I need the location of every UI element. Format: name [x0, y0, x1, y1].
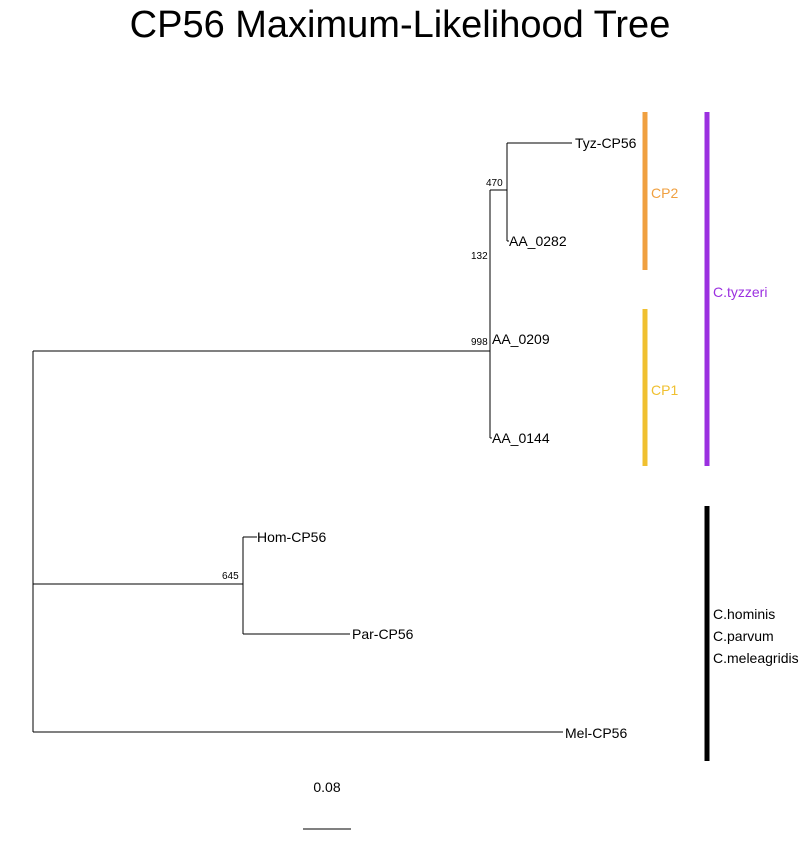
- clade-label-meleagridis: C.meleagridis: [713, 650, 799, 666]
- tip-label: Tyz-CP56: [575, 135, 637, 151]
- tip-label: Mel-CP56: [565, 725, 627, 741]
- clade-label-hominis: C.hominis: [713, 606, 775, 622]
- tip-label: Hom-CP56: [257, 529, 326, 545]
- clade-label-tyzzeri: C.tyzzeri: [713, 284, 767, 300]
- clade-label-cp1: CP1: [651, 382, 678, 398]
- tree-branches: [32, 142, 572, 733]
- tip-label: AA_0209: [492, 331, 550, 347]
- bootstrap-label: 470: [486, 178, 503, 189]
- tip-label: Par-CP56: [352, 626, 414, 642]
- bootstrap-label: 132: [471, 251, 488, 262]
- scale-bar-label: 0.08: [313, 779, 340, 795]
- page-title: CP56 Maximum-Likelihood Tree: [129, 4, 671, 46]
- clade-label-parvum: C.parvum: [713, 628, 774, 644]
- tip-label: AA_0282: [509, 233, 567, 249]
- bootstrap-label: 645: [222, 571, 239, 582]
- clade-label-cp2: CP2: [651, 185, 678, 201]
- bootstrap-label: 998: [471, 337, 488, 348]
- tip-label: AA_0144: [492, 430, 550, 446]
